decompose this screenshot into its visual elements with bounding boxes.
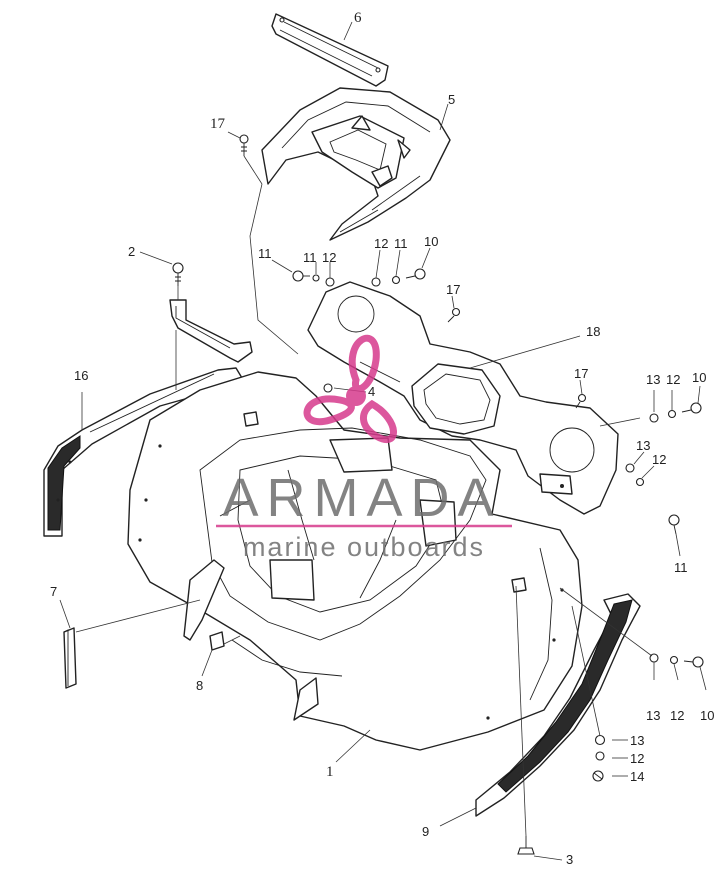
part-1-rear-fender xyxy=(127,371,583,751)
label-part-13-mid: 12 xyxy=(374,236,388,251)
label-part-15: 16 xyxy=(74,368,88,383)
fastener-stack-right xyxy=(592,402,704,782)
label-part-5: 5 xyxy=(448,92,455,107)
label-part-8: 8 xyxy=(196,678,203,693)
part-2-bolt xyxy=(172,262,184,286)
part-4-grommet xyxy=(323,383,333,393)
label-part-14: 14 xyxy=(630,769,644,784)
part-6-plate xyxy=(271,13,389,87)
label-part-12-right: 12 xyxy=(666,372,680,387)
brand-logo-icon xyxy=(303,334,397,444)
stay-bracket xyxy=(169,299,253,363)
part-16-bolt xyxy=(239,134,249,156)
part-8-clip xyxy=(209,631,225,651)
fastener-stack-upper-left xyxy=(292,268,426,287)
watermark-tagline: marine outboards xyxy=(243,532,485,562)
label-part-3: 3 xyxy=(566,852,573,867)
label-part-17-top: 17 xyxy=(446,282,460,297)
label-part-10-right: 10 xyxy=(692,370,706,385)
label-part-11-top: 11 xyxy=(258,246,272,261)
part-17-bolts xyxy=(447,307,587,409)
label-part-13-right: 13 xyxy=(646,372,660,387)
label-part-12-right-lower: 12 xyxy=(652,452,666,467)
label-part-9: 9 xyxy=(422,824,429,839)
label-part-10-top: 10 xyxy=(424,234,438,249)
label-part-10-bottom: 10 xyxy=(700,708,714,723)
label-part-1: 1 xyxy=(326,764,334,780)
label-part-16: 17 xyxy=(210,116,226,132)
part-5-carrier-cover xyxy=(261,87,451,241)
part-3-bolt xyxy=(517,836,535,855)
label-part-17-mid: 17 xyxy=(574,366,588,381)
part-9-mud-flap xyxy=(475,593,641,817)
label-part-6: 6 xyxy=(354,10,362,26)
label-part-12-mid: 11 xyxy=(394,236,408,251)
label-part-12-top: 11 xyxy=(303,250,317,265)
watermark: ARMADA marine outboards xyxy=(216,334,512,562)
label-part-12-bottom: 12 xyxy=(670,708,684,723)
label-part-13-stack: 13 xyxy=(630,733,644,748)
label-part-13-right-lower: 13 xyxy=(636,438,650,453)
label-part-13-top: 12 xyxy=(322,250,336,265)
label-part-2: 2 xyxy=(128,244,135,259)
label-part-12-stack: 12 xyxy=(630,751,644,766)
label-part-13-bottom: 13 xyxy=(646,708,660,723)
part-labels: 6 5 17 2 11 11 12 12 11 10 17 18 4 16 18… xyxy=(50,10,714,867)
label-part-18: 18 xyxy=(586,324,600,339)
part-18-rear-panel xyxy=(307,281,619,515)
leader-lines xyxy=(59,21,707,861)
part-7-bracket xyxy=(63,627,77,689)
label-part-11-right: 11 xyxy=(674,560,688,575)
label-part-7: 7 xyxy=(50,584,57,599)
watermark-brand: ARMADA xyxy=(222,468,501,528)
label-part-4: 4 xyxy=(368,384,375,399)
